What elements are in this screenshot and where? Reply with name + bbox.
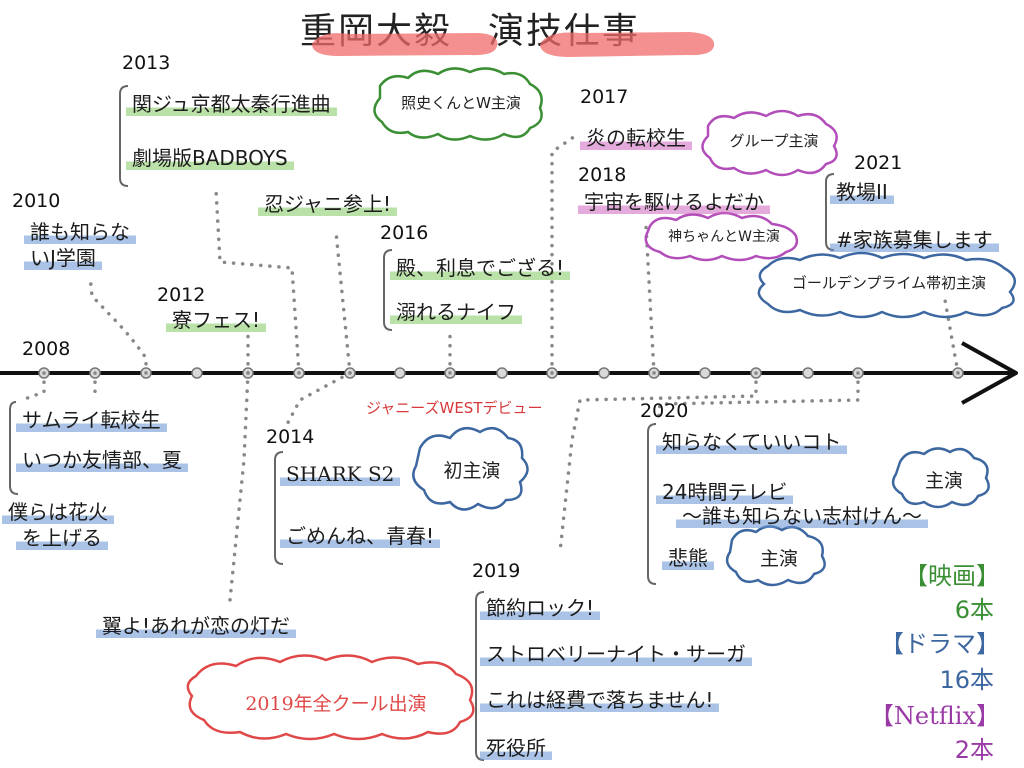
bubble-first-lead — [412, 426, 529, 511]
work-tono: 殿、利息でござる! — [390, 254, 571, 282]
bubble-group — [701, 109, 838, 177]
year-2010: 2010 — [12, 190, 61, 212]
stat-drama-label: 【ドラマ】 — [880, 630, 1000, 658]
work-shark: SHARK S2 — [280, 460, 401, 488]
timeline-arrowhead — [961, 341, 1018, 405]
year-2012: 2012 — [157, 284, 206, 306]
year-2021: 2021 — [854, 152, 903, 174]
stat-netflix-count: 2本 — [954, 736, 994, 764]
work-strawberry: ストロベリーナイト・サーガ — [480, 640, 752, 668]
bubble-kami — [644, 211, 799, 262]
brackets — [9, 85, 835, 761]
note-all-cour: 2019年全クール出演 — [245, 693, 427, 715]
work-bokura-2: を上げる — [16, 524, 108, 552]
bubble-all-cour — [186, 654, 475, 741]
stat-movie-count: 6本 — [954, 596, 994, 624]
work-honoo: 炎の転校生 — [580, 124, 692, 152]
note-group: グループ主演 — [729, 132, 819, 150]
work-tsubasa: 翼よ!あれが恋の灯だ — [96, 612, 297, 640]
work-kyojo: 教場II — [830, 178, 894, 206]
note-lead-2: 主演 — [759, 548, 798, 570]
work-kanju: 関ジュ京都太秦行進曲 — [126, 90, 337, 118]
year-2014: 2014 — [266, 426, 315, 448]
note-kami: 神ちゃんとW主演 — [668, 229, 780, 245]
year-2013: 2013 — [122, 52, 171, 74]
title-highlight-right — [540, 32, 715, 57]
work-itsuka: いつか友情部、夏 — [16, 446, 188, 474]
work-oboreru: 溺れるナイフ — [390, 298, 522, 326]
work-keihi: これは経費で落ちません! — [480, 686, 720, 714]
note-golden: ゴールデンプライム帯初主演 — [791, 274, 987, 292]
year-2020: 2020 — [640, 400, 689, 422]
note-lead-1: 主演 — [924, 470, 963, 492]
work-bokura-1: 僕らは花火 — [2, 498, 114, 526]
work-hitai: 悲熊 — [662, 544, 714, 572]
title-highlight-left — [312, 33, 498, 56]
work-kazoku: #家族募集します — [830, 226, 999, 254]
bubble-teruchi — [373, 67, 543, 141]
note-first-lead: 初主演 — [443, 460, 501, 482]
work-shiranakute: 知らなくていいコト — [656, 428, 848, 456]
work-samurai: サムライ転校生 — [16, 406, 167, 434]
bubble-lead-1 — [891, 447, 990, 509]
stat-movie-label: 【映画】 — [904, 562, 1000, 590]
year-2018: 2018 — [578, 164, 627, 186]
connectors — [20, 132, 960, 602]
year-2019: 2019 — [472, 560, 521, 582]
work-ryo-fes: 寮フェス! — [166, 306, 267, 334]
work-gomenne: ごめんね、青春! — [280, 522, 441, 550]
note-debut: ジャニーズWESTデビュー — [366, 399, 543, 417]
work-badboys: 劇場版BADBOYS — [126, 144, 294, 172]
work-daremo-2: いJ学園 — [24, 244, 102, 272]
stat-drama-count: 16本 — [939, 666, 994, 694]
year-2017: 2017 — [580, 86, 629, 108]
work-uchuu: 宇宙を駆けるよだか — [578, 188, 770, 216]
stat-netflix-label: 【Netflix】 — [869, 702, 1000, 730]
work-shiyakusho: 死役所 — [480, 734, 552, 762]
work-shinobi: 忍ジャニ参上! — [258, 190, 398, 218]
work-daremo-1: 誰も知らな — [24, 218, 136, 246]
work-terebi-2: ～誰も知らない志村けん～ — [676, 502, 928, 530]
work-terebi-1: 24時間テレビ — [656, 478, 794, 506]
note-teruchi: 照史くんとW主演 — [401, 94, 521, 112]
year-2016: 2016 — [380, 222, 429, 244]
year-2008: 2008 — [22, 338, 71, 360]
work-setsuyaku: 節約ロック! — [480, 594, 601, 622]
